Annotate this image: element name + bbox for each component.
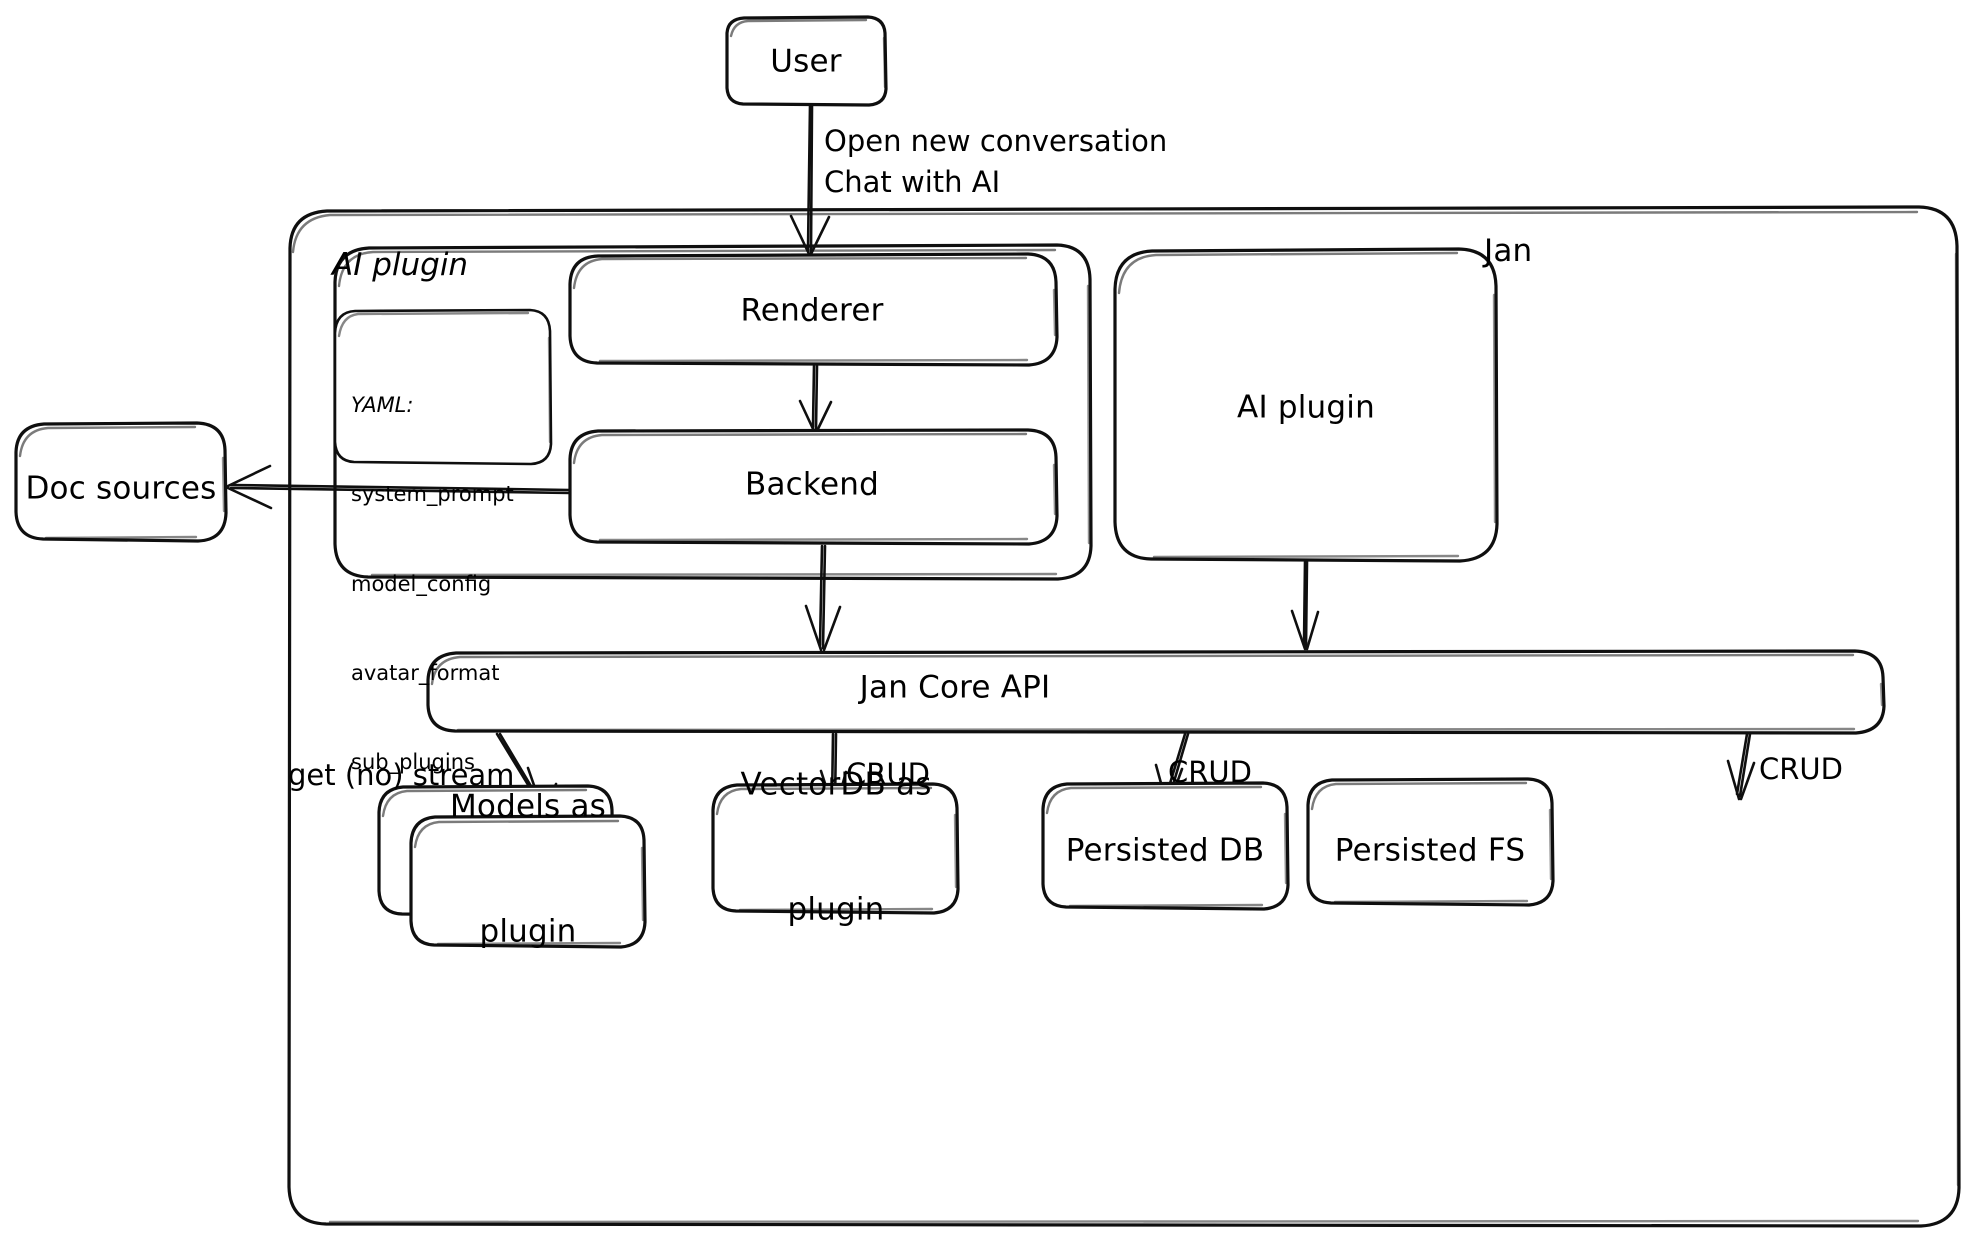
edge-core-to-persisted-fs xyxy=(1726,732,1756,801)
node-doc-sources-shape xyxy=(14,421,228,543)
node-vectordb-plugin[interactable] xyxy=(713,784,958,913)
edge-backend-to-doc-sources xyxy=(226,464,572,510)
node-persisted-db[interactable] xyxy=(1043,783,1288,909)
node-renderer-shape xyxy=(568,252,1059,367)
node-models-plugin-shape xyxy=(377,784,647,949)
edge-user-to-renderer xyxy=(789,104,831,256)
edge-backend-to-core xyxy=(804,544,842,652)
node-vectordb-plugin-shape xyxy=(711,782,960,915)
node-yaml-card-shape xyxy=(333,308,553,466)
node-user[interactable] xyxy=(727,17,886,106)
node-user-shape xyxy=(725,15,888,107)
node-yaml-card[interactable] xyxy=(335,310,551,464)
node-ai-plugin-right-shape xyxy=(1113,247,1499,563)
node-ai-plugin-right[interactable] xyxy=(1115,249,1497,561)
node-models-plugin[interactable] xyxy=(379,786,645,947)
node-persisted-db-shape xyxy=(1041,781,1290,911)
node-backend[interactable] xyxy=(570,430,1057,544)
edge-renderer-to-backend xyxy=(798,364,833,433)
node-jan-core-api-shape xyxy=(426,649,1886,735)
node-doc-sources[interactable] xyxy=(16,423,226,541)
node-backend-shape xyxy=(568,428,1059,546)
node-persisted-fs-shape xyxy=(1306,777,1555,907)
node-jan-core-api[interactable] xyxy=(428,651,1884,733)
node-renderer[interactable] xyxy=(570,254,1057,365)
node-persisted-fs[interactable] xyxy=(1308,779,1553,905)
edge-ai-plugin-right-to-core xyxy=(1290,560,1320,651)
